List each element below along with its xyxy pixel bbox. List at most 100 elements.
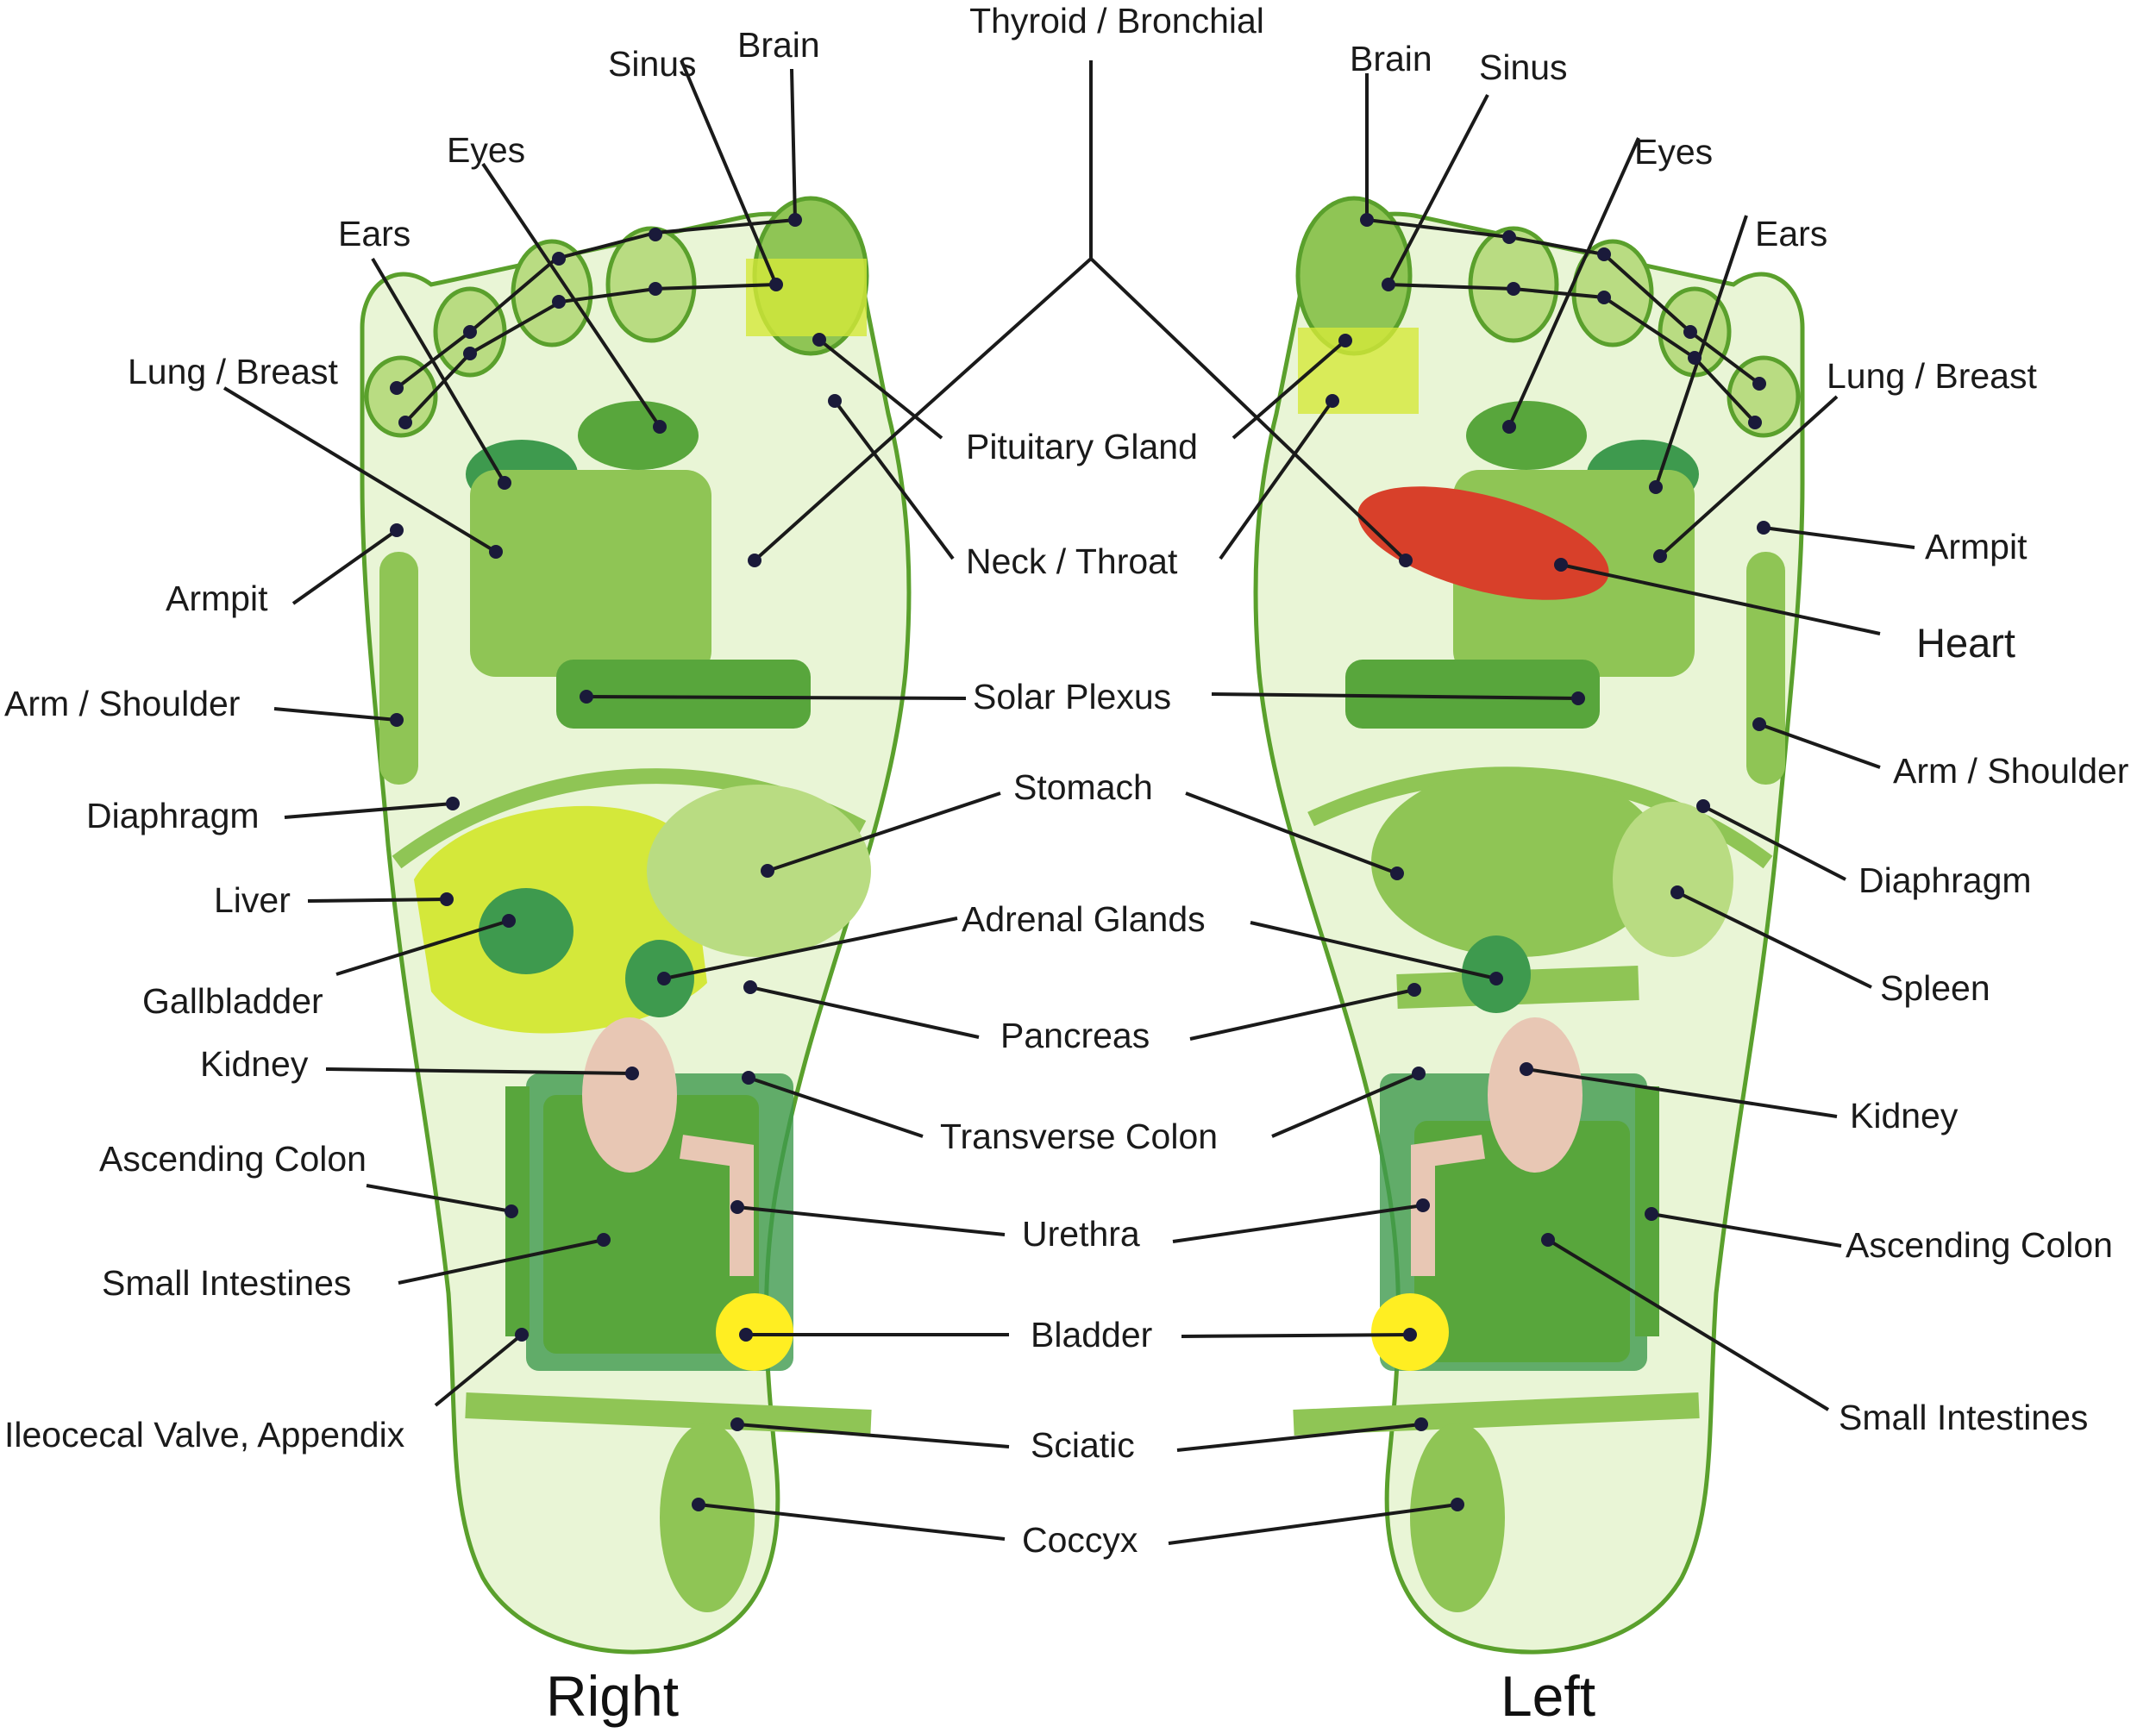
dot [1399,554,1413,567]
dot [515,1328,529,1342]
right-neck-zone [746,259,867,336]
left-neck-zone [1298,328,1419,414]
dot [580,690,593,704]
left-kidney-line [1526,1067,1838,1118]
right-stomach-zone [647,785,871,957]
label-coccyx: Coccyx [1022,1520,1138,1560]
left-lung-line [1658,395,1839,558]
dot [730,1417,744,1431]
dot [1489,972,1503,985]
label-right-brain: Brain [737,25,820,65]
right-gallbladder-zone [479,888,573,974]
leader-lines [222,59,1915,1545]
dot [1696,799,1710,813]
right-foot [360,196,912,1655]
left-sciatic-line [1176,1423,1422,1452]
dot [1382,278,1395,291]
label-bladder: Bladder [1031,1315,1152,1354]
left-ears-line [1654,215,1748,488]
dot [1757,521,1771,535]
label-sciatic: Sciatic [1031,1425,1135,1465]
dot [657,972,671,985]
right-toe-5 [364,355,438,438]
dot [498,476,511,490]
dot [1688,351,1702,365]
right-small-int-line [398,1238,605,1285]
left-urethra-line [1172,1204,1424,1243]
dot [1554,558,1568,572]
dot [502,914,516,928]
left-diaphragm-line [1702,804,1846,881]
right-lung-line [222,386,498,554]
left-bladder-line [1181,1333,1411,1338]
left-eyes-line [1507,137,1640,428]
dot [1670,885,1684,899]
dot [1451,1498,1464,1511]
right-pancreas-line [749,985,980,1039]
dot [1390,866,1404,880]
right-sinus-line [680,59,778,285]
label-right-lung-breast: Lung / Breast [128,352,338,391]
label-right-diaphragm: Diaphragm [86,796,260,835]
left-stomach-line [1185,791,1398,875]
right-gallbladder-line [335,919,510,976]
label-left-spleen: Spleen [1880,968,1990,1008]
dot [1571,691,1585,705]
right-pituitary-line [818,338,943,440]
dot [1645,1207,1658,1221]
right-liver-line [307,898,448,903]
label-right-ears: Ears [338,214,411,253]
label-right-armpit: Armpit [166,579,268,618]
label-left-eyes: Eyes [1634,132,1713,172]
label-right-kidney: Kidney [200,1044,309,1084]
zone-dots [390,213,1771,1511]
right-urethra-zone [680,1135,754,1276]
dot [489,545,503,559]
dot [1338,334,1352,347]
label-left-arm-shoulder: Arm / Shoulder [1893,751,2128,791]
left-pancreas-line [1189,988,1415,1041]
left-urethra-zone [1411,1135,1485,1276]
label-urethra: Urethra [1022,1214,1140,1254]
left-foot [1253,196,1805,1655]
dot [1748,416,1762,429]
dot [1541,1233,1555,1247]
label-pituitary-gland: Pituitary Gland [966,427,1198,466]
dot [743,980,757,994]
dot [1683,325,1697,339]
dot [649,228,662,241]
right-stomach-line [767,791,1001,873]
dot [828,394,842,408]
left-arm-zone [1746,552,1785,785]
right-ears-line [371,257,506,485]
right-ascending-line [366,1184,512,1213]
dot [761,864,774,878]
label-left-small-intestines: Small Intestines [1839,1398,2088,1437]
dot [390,523,404,537]
dot [1597,247,1611,261]
labels: Thyroid / Bronchial Pituitary Gland Neck… [4,1,2128,1728]
right-bladder-zone [716,1293,793,1371]
dot [748,554,761,567]
right-diaphragm-line [284,802,454,819]
right-arm-line [273,707,398,722]
dot [463,347,477,360]
dot [446,797,460,810]
right-ileocecal-line [434,1333,523,1407]
dot [1407,983,1421,997]
left-solar-plexus-zone [1345,660,1600,729]
dot [1412,1067,1426,1080]
dot [649,282,662,296]
right-arm-zone [379,552,418,785]
right-sciatic-line [736,1423,1010,1448]
dot [390,713,404,727]
right-neck-line [833,399,955,560]
left-spleen-zone [1613,802,1733,957]
right-adrenal-line [663,917,958,980]
left-neck-line [1219,399,1334,560]
left-pituitary-line [1232,339,1347,440]
right-kidney-zone [582,1017,677,1173]
dot [552,295,566,309]
label-left-armpit: Armpit [1925,527,2028,566]
